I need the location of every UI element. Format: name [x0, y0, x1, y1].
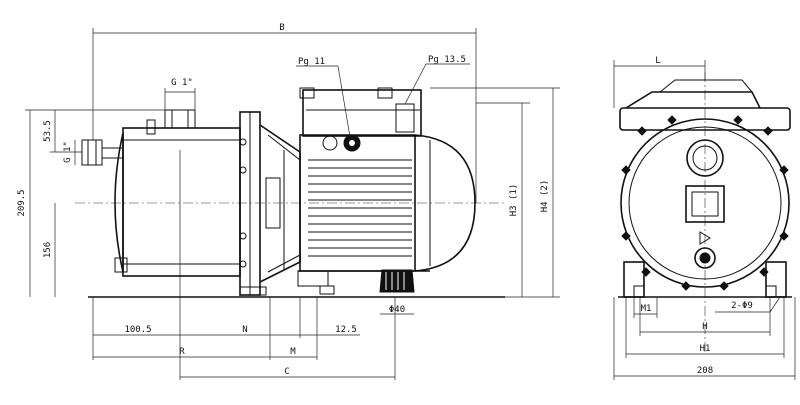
dim-overall-length-label: B	[279, 23, 284, 33]
dim-discharge-thread: G 1"	[164, 78, 196, 110]
front-discharge-port	[686, 139, 724, 177]
front-dimensions: L M1 2-Φ9 H H1 208	[613, 56, 796, 380]
cable-gland-callouts: Pg 11 Pg 13.5	[296, 55, 470, 138]
bolt-heads	[621, 115, 789, 291]
motor	[299, 134, 476, 272]
bracket	[259, 124, 301, 283]
dim-height-h3-label: H3 (1)	[509, 184, 519, 217]
suction-port	[81, 139, 123, 166]
flange	[239, 111, 267, 296]
dim-top-width-label: L	[655, 56, 660, 66]
dim-overall-height-label: 209.5	[17, 189, 27, 216]
terminal-box	[299, 87, 422, 152]
dim-base-span-label: H1	[700, 344, 711, 354]
dim-mid-offset-label: N	[242, 325, 247, 335]
dim-foot-span-label: M	[290, 347, 296, 357]
side-view: B G 1" Pg 11 Pg 13.5 209.5 53.5	[17, 23, 560, 380]
dim-shaft-height-label: 156	[43, 242, 53, 258]
nameplate	[685, 185, 725, 223]
dim-left-segment-label: R	[179, 347, 185, 357]
dim-holes-label: 2-Φ9	[731, 301, 753, 311]
discharge-port	[146, 109, 196, 135]
pump-casing	[114, 127, 247, 277]
dim-right-heights: H3 (1) H4 (2)	[430, 87, 560, 298]
dim-foot-width-label: M1	[641, 304, 652, 314]
dim-suction-thread-label: G 1"	[63, 141, 73, 163]
dim-discharge-height-label: 53.5	[43, 120, 53, 142]
cable-gland-1-label: Pg 11	[298, 57, 325, 67]
dim-hole-span-label: H	[702, 322, 707, 332]
dim-suction-offset-label: 100.5	[124, 325, 151, 335]
cable-gland-2-label: Pg 13.5	[428, 55, 466, 65]
drain-plug	[694, 247, 716, 269]
dim-discharge-thread-label: G 1"	[171, 78, 193, 88]
dim-bottom: 100.5 N 12.5 Φ40 R M C	[92, 150, 414, 380]
dim-center-distance-label: C	[284, 367, 289, 377]
cooling-fins	[308, 159, 412, 257]
dim-height-h4-label: H4 (2)	[540, 180, 550, 213]
dim-foot-hole-label: Φ40	[389, 305, 405, 315]
dim-overall-length: B	[92, 23, 477, 203]
dim-left-heights: 209.5 53.5 156 G 1"	[17, 109, 165, 297]
front-view: L M1 2-Φ9 H H1 208	[613, 56, 796, 380]
dim-foot-offset-label: 12.5	[335, 325, 357, 335]
dim-overall-width-label: 208	[697, 366, 713, 376]
motor-foot	[297, 269, 430, 295]
front-body	[619, 79, 791, 291]
